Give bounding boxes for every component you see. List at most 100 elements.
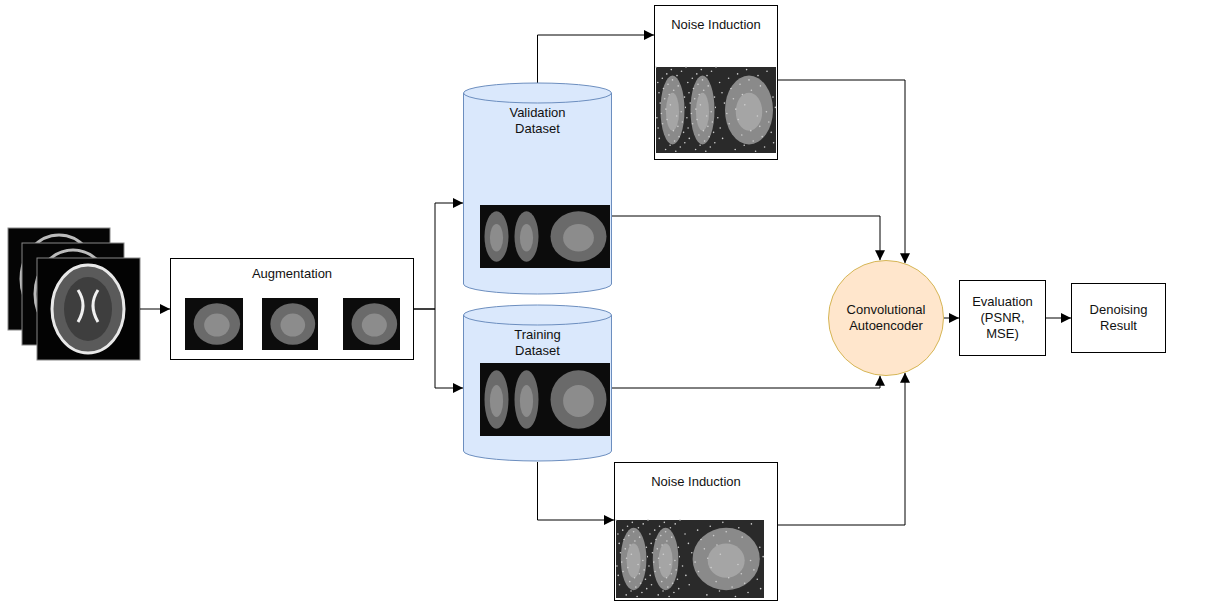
noise-speck bbox=[759, 126, 761, 128]
noise-speck bbox=[684, 533, 686, 535]
thumbnail-ground bbox=[510, 363, 540, 436]
noise-speck bbox=[741, 134, 743, 136]
noise-speck bbox=[700, 539, 702, 541]
noise-speck bbox=[760, 588, 762, 590]
noise-speck bbox=[619, 584, 621, 586]
noise-speck bbox=[659, 525, 661, 527]
noise-speck bbox=[744, 582, 746, 584]
mri-thumbnail bbox=[655, 66, 686, 153]
noise-speck bbox=[704, 140, 706, 142]
noise-speck bbox=[737, 119, 739, 121]
noise-speck bbox=[753, 569, 755, 571]
noise-speck bbox=[720, 554, 722, 556]
noise-speck bbox=[656, 117, 658, 119]
noise-speck bbox=[624, 548, 626, 550]
noise-speck bbox=[629, 581, 631, 583]
noise-speck bbox=[744, 104, 746, 106]
brain-shape bbox=[621, 528, 647, 590]
noise-speck bbox=[737, 564, 739, 566]
noise-speck bbox=[674, 560, 676, 562]
noise-speck bbox=[657, 82, 659, 84]
mri-slice bbox=[37, 258, 140, 360]
noise-speck bbox=[703, 89, 705, 91]
noise-speck bbox=[679, 519, 681, 521]
noise-speck bbox=[678, 547, 680, 549]
noise-speck bbox=[697, 529, 699, 531]
mri-thumbnail bbox=[510, 363, 540, 436]
brain-detail bbox=[280, 314, 305, 337]
noise-speck bbox=[719, 82, 721, 84]
noise-speck bbox=[622, 529, 624, 531]
thumbnail-ground bbox=[656, 67, 686, 153]
noise-speck bbox=[731, 586, 733, 588]
noise-speck bbox=[751, 523, 753, 525]
noise-speck bbox=[634, 540, 636, 542]
node-label: Noise Induction bbox=[671, 17, 761, 33]
noise-speck bbox=[722, 138, 724, 140]
mri-thumbnail bbox=[185, 298, 243, 350]
node-label: Augmentation bbox=[252, 266, 332, 282]
noise-speck bbox=[696, 73, 698, 75]
noise-speck bbox=[748, 79, 750, 81]
brain-detail bbox=[696, 93, 709, 131]
noise-speck bbox=[636, 596, 638, 598]
noise-speck bbox=[698, 134, 700, 136]
noise-speck bbox=[639, 536, 641, 538]
noise-speck bbox=[722, 522, 724, 524]
noise-speck bbox=[692, 77, 694, 79]
noise-speck bbox=[662, 77, 664, 79]
noise-speck bbox=[626, 557, 628, 559]
brain-detail bbox=[204, 314, 230, 337]
flow-arrow bbox=[414, 203, 463, 309]
node-label: Denoising Result bbox=[1078, 302, 1159, 335]
noise-speck bbox=[648, 565, 650, 567]
thumbnail-ground bbox=[480, 363, 510, 436]
noise-speck bbox=[642, 523, 644, 525]
thumbnail-ground bbox=[185, 298, 243, 350]
cylinder-body bbox=[464, 83, 612, 294]
brain-shape bbox=[551, 370, 607, 428]
box-border bbox=[615, 463, 778, 601]
noise-speck bbox=[616, 565, 618, 567]
brain bbox=[52, 265, 124, 353]
noise-speck bbox=[728, 77, 730, 79]
noise-speck bbox=[739, 83, 741, 85]
noise-speck bbox=[633, 531, 635, 533]
thumbnails bbox=[615, 519, 764, 598]
noise-speck bbox=[716, 544, 718, 546]
mri-thumbnail bbox=[715, 66, 776, 153]
noise-speck bbox=[689, 138, 691, 140]
noise-speck bbox=[647, 519, 649, 521]
noise-speck bbox=[734, 149, 736, 151]
noise-speck bbox=[678, 588, 680, 590]
noise-speck bbox=[650, 543, 652, 545]
noise-speck bbox=[760, 85, 762, 87]
noise-speck bbox=[655, 66, 657, 68]
noise-speck bbox=[697, 83, 699, 85]
mri-thumbnail bbox=[540, 205, 610, 268]
thumbnail-ground bbox=[480, 205, 510, 268]
mri-thumbnail bbox=[647, 519, 680, 598]
noise-speck bbox=[654, 529, 656, 531]
noise-speck bbox=[635, 586, 637, 588]
noise-speck bbox=[756, 578, 758, 580]
noise-speck bbox=[623, 539, 625, 541]
brain-shape bbox=[515, 211, 539, 261]
noise-speck bbox=[687, 82, 689, 84]
process-box: Denoising Result bbox=[1071, 283, 1166, 353]
noise-speck bbox=[688, 543, 690, 545]
noise-speck bbox=[670, 104, 672, 106]
noise-speck bbox=[657, 594, 659, 596]
input-arrow bbox=[140, 309, 170, 310]
noise-speck bbox=[665, 531, 667, 533]
noise-speck bbox=[668, 134, 670, 136]
noise-speck bbox=[667, 586, 669, 588]
noise-speck bbox=[656, 548, 658, 550]
noise-speck bbox=[713, 535, 715, 537]
noise-speck bbox=[630, 590, 632, 592]
noise-speck bbox=[715, 581, 717, 583]
noise-speck bbox=[674, 523, 676, 525]
noise-speck bbox=[657, 127, 659, 129]
noise-speck bbox=[695, 149, 697, 151]
noise-speck bbox=[701, 69, 703, 71]
